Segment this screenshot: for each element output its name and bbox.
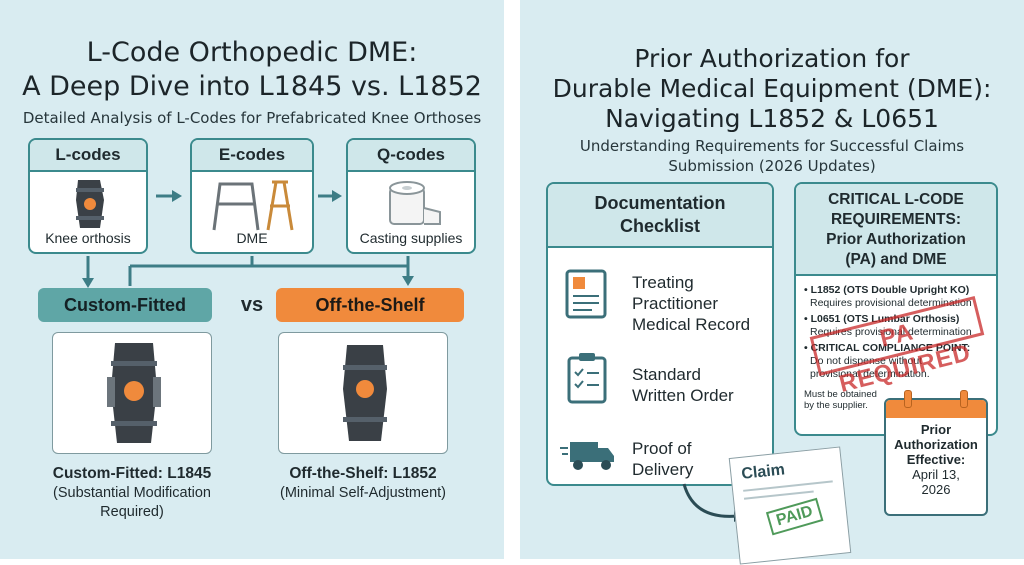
checklist-header-line1: Documentation <box>594 193 726 213</box>
requirements-header-line1: CRITICAL L-CODE <box>828 191 964 208</box>
calendar-top-bar <box>886 400 986 418</box>
right-subtitle-line1: Understanding Requirements for Successfu… <box>579 137 965 155</box>
l-codes-caption: Knee orthosis <box>45 230 131 246</box>
custom-fitted-code: Custom-Fitted: L1845 <box>52 465 212 482</box>
req-bullet3-title: • CRITICAL COMPLIANCE POINT: <box>804 342 971 354</box>
l-codes-card: L-codes Knee orthosis <box>28 138 148 254</box>
clipboard-checklist-icon <box>567 353 607 404</box>
claim-title: Claim <box>740 461 786 483</box>
medical-record-line2: Practitioner <box>632 294 718 313</box>
requirements-header: CRITICAL L-CODE REQUIREMENTS: Prior Auth… <box>796 184 996 276</box>
calendar-ring-left <box>904 390 912 408</box>
medical-record-line1: Treating <box>632 273 694 292</box>
knee-brace-icon <box>76 180 104 228</box>
off-the-shelf-code: Off-the-Shelf: L1852 <box>289 465 437 482</box>
calendar-line4: April 13, <box>912 467 960 482</box>
right-title-line2: Durable Medical Equipment (DME): <box>552 74 992 103</box>
req-bullet1-title: • L1852 (OTS Double Upright KO) <box>804 284 970 296</box>
requirements-list: • L1852 (OTS Double Upright KO) Requires… <box>804 284 996 411</box>
e-codes-header: E-codes <box>192 140 312 172</box>
e-codes-caption: DME <box>236 230 268 246</box>
paid-stamp: PAID <box>765 497 824 536</box>
walker-crutches-icon <box>212 180 294 231</box>
checklist-header-line2: Checklist <box>619 216 701 236</box>
knee-sleeve-brace-icon <box>343 345 387 441</box>
checklist-item-proof-of-delivery: Proof of Delivery <box>632 438 693 480</box>
right-title-line1: Prior Authorization for <box>634 44 910 73</box>
shelf-label-block: Off-the-Shelf: L1852 (Minimal Self-Adjus… <box>258 464 468 503</box>
custom-note-line2: Required) <box>100 504 164 520</box>
left-title: L-Code Orthopedic DME: A Deep Dive into … <box>0 36 504 104</box>
right-subtitle: Understanding Requirements for Successfu… <box>520 136 1024 176</box>
proof-of-delivery-line2: Delivery <box>632 460 694 479</box>
req-bullet2-note: Requires provisional determination <box>810 326 972 338</box>
right-title: Prior Authorization for Durable Medical … <box>520 44 1024 134</box>
checklist-item-written-order: Standard Written Order <box>632 364 734 406</box>
delivery-truck-icon <box>560 442 614 470</box>
vs-label: vs <box>240 294 264 316</box>
requirements-header-line2: REQUIREMENTS: <box>830 211 962 228</box>
q-codes-card: Q-codes Casting supplies <box>346 138 476 254</box>
checklist-item-medical-record: Treating Practitioner Medical Record <box>632 272 750 335</box>
right-title-line3: Navigating L1852 & L0651 <box>605 104 939 133</box>
right-panel: Prior Authorization for Durable Medical … <box>520 0 1024 565</box>
effective-date-calendar: Prior Authorization Effective: April 13,… <box>884 398 988 516</box>
calendar-line3: Effective: <box>906 452 966 467</box>
custom-fitted-pill: Custom-Fitted <box>38 288 212 322</box>
calendar-line1: Prior <box>920 422 952 437</box>
requirements-header-line4: (PA) and DME <box>845 251 947 268</box>
calendar-ring-right <box>960 390 968 408</box>
hinged-knee-brace-icon <box>107 343 161 443</box>
l-codes-header: L-codes <box>30 140 146 172</box>
left-title-line2: A Deep Dive into L1845 vs. L1852 <box>22 71 482 102</box>
medical-record-icon <box>565 269 607 319</box>
q-codes-caption: Casting supplies <box>359 230 463 246</box>
custom-note-line1: (Substantial Modification <box>53 485 211 501</box>
req-bullet2-title: • L0651 (OTS Lumbar Orthosis) <box>804 313 960 325</box>
left-title-line1: L-Code Orthopedic DME: <box>86 37 418 68</box>
req-bullet1-note: Requires provisional determination <box>810 297 972 309</box>
off-the-shelf-pill: Off-the-Shelf <box>276 288 464 322</box>
left-panel: L-Code Orthopedic DME: A Deep Dive into … <box>0 0 504 559</box>
proof-of-delivery-line1: Proof of <box>632 439 692 458</box>
written-order-line1: Standard <box>632 365 701 384</box>
calendar-text: Prior Authorization Effective: April 13,… <box>886 422 986 497</box>
left-subtitle: Detailed Analysis of L-Codes for Prefabr… <box>22 109 482 127</box>
checklist-header: Documentation Checklist <box>548 184 772 248</box>
custom-brace-image <box>52 332 212 454</box>
documentation-checklist-card: Documentation Checklist Treating Practit… <box>546 182 774 486</box>
casting-roll-icon <box>389 181 441 225</box>
shelf-brace-image <box>278 332 448 454</box>
req-bullet3-note-line1: Do not dispense without <box>810 355 923 367</box>
requirements-header-line3: Prior Authorization <box>826 231 966 248</box>
claim-document: Claim PAID <box>728 446 852 565</box>
flow-connectors <box>82 190 414 288</box>
panel-divider <box>504 0 520 559</box>
written-order-line2: Written Order <box>632 386 734 405</box>
req-bullet3-note-line2: provisional determination. <box>810 368 930 380</box>
e-codes-card: E-codes DME <box>190 138 314 254</box>
shelf-note: (Minimal Self-Adjustment) <box>280 485 446 501</box>
q-codes-header: Q-codes <box>348 140 474 172</box>
claim-line <box>743 490 814 500</box>
supplier-note-line1: Must be obtained <box>804 389 877 400</box>
supplier-note-line2: by the supplier. <box>804 400 868 411</box>
calendar-line2: Authorization <box>894 437 978 452</box>
medical-record-line3: Medical Record <box>632 315 751 334</box>
custom-fitted-label-block: Custom-Fitted: L1845 (Substantial Modifi… <box>22 464 242 522</box>
right-subtitle-line2: Submission (2026 Updates) <box>668 157 876 175</box>
calendar-line5: 2026 <box>921 482 951 497</box>
